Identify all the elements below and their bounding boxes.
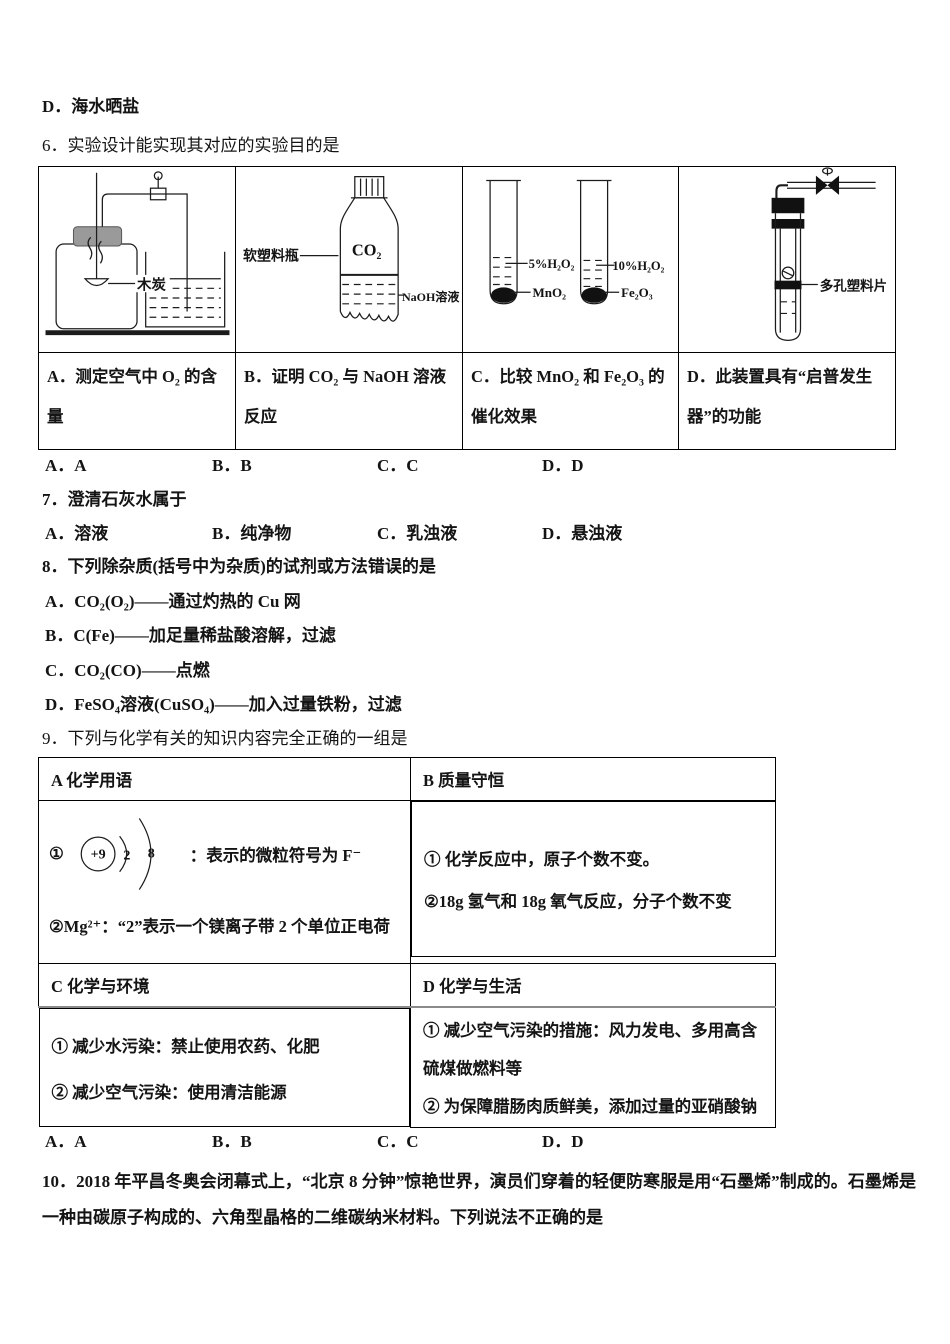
q9-answer-b: B．B [212,1132,252,1151]
q7-option-row: A．溶液 B．纯净物 C．乳浊液 D．悬浊液 [45,519,765,543]
q6-table-option-row: A．测定空气中 O₂ 的含量 B．证明 CO₂ 与 NaOH 溶液反应 C．比较… [38,352,896,450]
q6-answer-a: A．A [45,456,87,475]
q8-option-d: D．FeSO₄溶液(CuSO₄)——加入过量铁粉，过滤 [45,695,402,714]
naoh-solution-label: NaOH溶液 [401,289,459,304]
peroxide10-label: 10%H₂O₂ [612,259,664,273]
diagram-cell-b: CO₂ 软塑料瓶 NaOH溶液 [235,166,463,353]
q9-header-a: A 化学用语 [38,757,411,801]
co2-naoh-bottle-diagram: CO₂ 软塑料瓶 NaOH溶液 [243,176,460,322]
q9-answer-d: D．D [542,1132,584,1151]
mno2-label: MnO₂ [532,285,566,300]
q9-cell-a: ① +9 2 8 ：表示的微粒符号为 F⁻ ②Mg²⁺：“2”表示一个镁离子带 … [38,800,411,964]
q9-cell-b-item1: ① 化学反应中，原子个数不变。 [424,850,660,869]
porous-plate-label: 多孔塑料片 [819,277,886,293]
q9-cell-b-item2: ②18g 氢气和 18g 氧气反应，分子个数不变 [424,892,732,911]
nucleus-charge: +9 [90,847,105,863]
q7-option-c: C．乳浊液 [377,524,458,543]
q9-cell-d-item2: ② 为保障腊肠肉质鲜美，添加过量的亚硝酸钠 [423,1097,758,1116]
co2-gas-label: CO₂ [351,241,381,260]
q8-option-a: A．CO₂(O₂)——通过灼热的 Cu 网 [45,592,301,611]
peroxide5-label: 5%H₂O₂ [528,257,574,271]
q6-stem: 6．实验设计能实现其对应的实验目的是 [42,136,340,155]
diagram-cell-d: 多孔塑料片 [678,166,896,353]
q6-option-a: A．测定空气中 O₂ 的含量 [38,352,236,450]
diagram-cell-c: 5%H₂O₂ MnO₂ 10%H₂O₂ Fe₂O₃ [462,166,679,353]
q6-answer-c: C．C [377,456,419,475]
q9-cell-c: ① 减少水污染：禁止使用农药、化肥 ② 减少空气污染：使用清洁能源 [38,1008,410,1127]
q9-cell-a-item2: ②Mg²⁺：“2”表示一个镁离子带 2 个单位正电荷 [49,917,391,936]
q9-cell-b: ① 化学反应中，原子个数不变。 ②18g 氢气和 18g 氧气反应，分子个数不变 [411,801,776,957]
q9-cell-d: ① 减少空气污染的措施：风力发电、多用高含硫煤做燃料等 ② 为保障腊肠肉质鲜美，… [410,1006,776,1128]
atom-structure-line: ① +9 2 8 ：表示的微粒符号为 F⁻ [49,811,400,897]
shell2-electrons: 8 [148,846,155,862]
catalyst-comparison-tubes-diagram: 5%H₂O₂ MnO₂ 10%H₂O₂ Fe₂O₃ [485,179,664,305]
q9-stem: 9．下列与化学有关的知识内容完全正确的一组是 [42,729,408,748]
q8-stem: 8．下列除杂质(括号中为杂质)的试剂或方法错误的是 [42,557,436,576]
soft-bottle-label: 软塑料瓶 [243,247,299,264]
q9-answer-row: A．A B．B C．C D．D [45,1127,765,1151]
q7-option-a: A．溶液 [45,524,109,543]
q9-cell-c-item2: ② 减少空气污染：使用清洁能源 [51,1082,287,1102]
q10-stem: 10．2018 年平昌冬奥会闭幕式上，“北京 8 分钟”惊艳世界，演员们穿着的轻… [42,1172,916,1227]
fe2o3-label: Fe₂O₃ [621,285,653,300]
charcoal-oxygen-apparatus-diagram: 木炭 [45,171,229,336]
shell1-electrons: 2 [123,848,130,864]
diagram-cell-a: 木炭 [38,166,236,353]
q6-answer-d: D．D [542,456,584,475]
q9-table: A 化学用语 B 质量守恒 ① +9 2 8 ：表示的微粒符号为 F⁻ [38,757,776,1128]
q7-option-b: B．纯净物 [212,524,292,543]
kipp-generator-tube-diagram: 多孔塑料片 [771,167,887,341]
q9-answer-a: A．A [45,1132,87,1151]
q6-answer-row: A．A B．B C．C D．D [45,451,765,475]
q6-option-d: D．此装置具有“启普发生器”的功能 [678,352,896,450]
q6-option-c: C．比较 MnO₂ 和 Fe₂O₃ 的催化效果 [462,352,679,450]
q7-stem: 7．澄清石灰水属于 [42,490,187,509]
prev-option-d: D．海水晒盐 [42,97,140,116]
q6-option-b: B．证明 CO₂ 与 NaOH 溶液反应 [235,352,463,450]
charcoal-label: 木炭 [136,275,166,293]
q9-header-c: C 化学与环境 [38,963,411,1008]
q9-header-b: B 质量守恒 [410,757,776,801]
q6-answer-b: B．B [212,456,252,475]
q9-header-d: D 化学与生活 [410,963,776,1008]
q9-answer-c: C．C [377,1132,419,1151]
q9-cell-c-item1: ① 减少水污染：禁止使用农药、化肥 [51,1036,320,1056]
q8-option-b: B．C(Fe)——加足量稀盐酸溶解，过滤 [45,626,336,645]
q8-option-c: C．CO₂(CO)——点燃 [45,661,210,680]
item1-number: ① [49,844,64,863]
q9-cell-d-item1: ① 减少空气污染的措施：风力发电、多用高含硫煤做燃料等 [423,1021,758,1078]
q7-option-d: D．悬浊液 [542,524,623,543]
item1-text: ：表示的微粒符号为 F⁻ [189,846,362,865]
q6-table: 木炭 CO₂ [38,166,896,450]
fluoride-ion-structure-diagram: +9 2 8 [80,818,155,890]
q6-table-diagram-row: 木炭 CO₂ [38,166,896,353]
